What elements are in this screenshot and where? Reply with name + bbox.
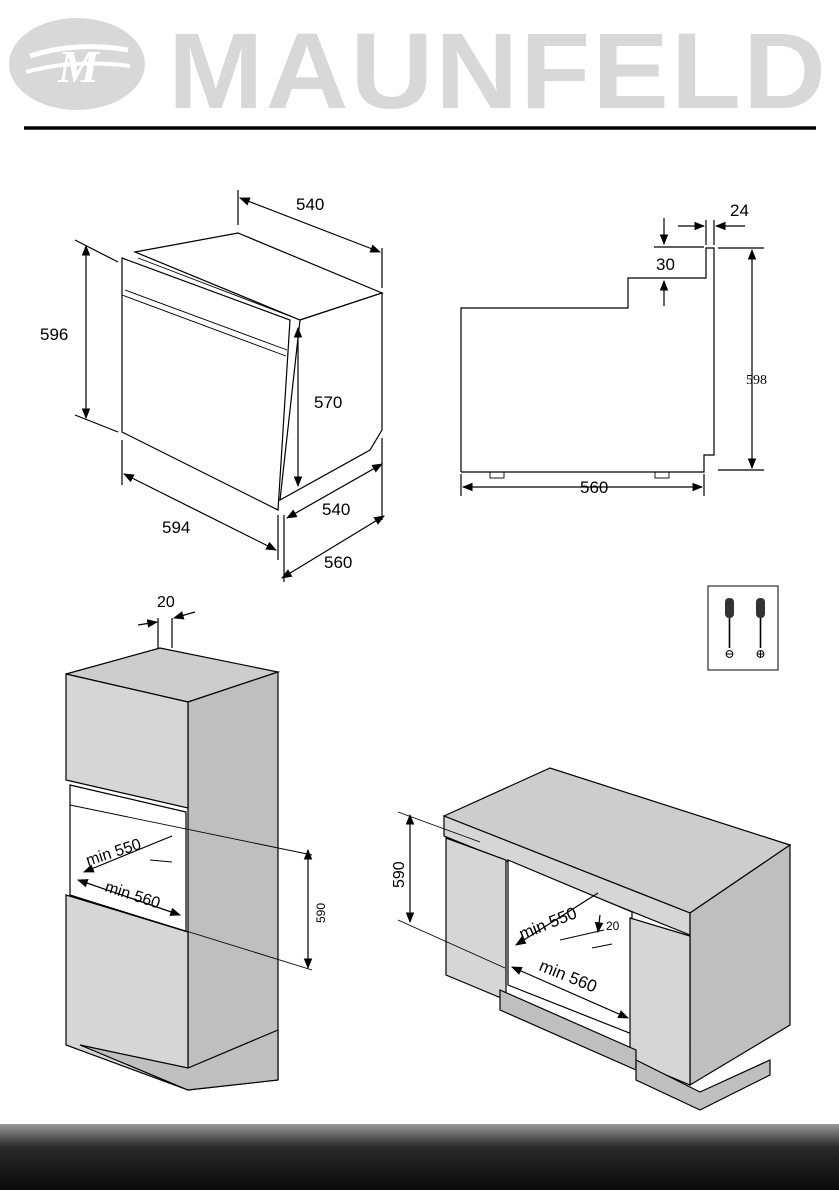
screwdriver-cross-icon bbox=[756, 598, 765, 658]
side-height-label: 598 bbox=[746, 373, 767, 388]
tall-cabinet-diagram: 20 min 550 min 560 590 bbox=[65, 594, 328, 1091]
base-gap-label: 20 bbox=[606, 919, 620, 933]
tall-niche-height-label: 590 bbox=[314, 903, 328, 923]
oven-front-panel bbox=[121, 257, 291, 511]
tools-box bbox=[707, 585, 779, 671]
oven-isometric-diagram: 540 596 570 594 540 560 bbox=[40, 190, 385, 582]
side-step-label: 30 bbox=[656, 255, 675, 274]
oven-height-label: 596 bbox=[40, 325, 68, 344]
oven-width-label: 594 bbox=[162, 518, 190, 537]
footer-band bbox=[0, 1124, 839, 1190]
oven-inner-height-label: 570 bbox=[314, 393, 342, 412]
brand-monogram: M bbox=[57, 41, 101, 92]
side-offset-label: 24 bbox=[730, 201, 749, 220]
brand-logo: M MAUNFELD bbox=[9, 10, 828, 131]
base-cabinet-diagram: 590 min 550 20 min 560 bbox=[391, 767, 792, 1111]
oven-side-profile-diagram: 24 30 598 560 bbox=[460, 201, 767, 497]
screwdriver-flat-icon bbox=[725, 598, 734, 658]
brand-wordmark: MAUNFELD bbox=[168, 10, 828, 131]
oven-depth-top-label: 540 bbox=[296, 195, 324, 214]
oven-depth-bottom-label: 540 bbox=[322, 500, 350, 519]
oven-depth-total-label: 560 bbox=[324, 553, 352, 572]
tall-gap-label: 20 bbox=[157, 594, 175, 611]
base-niche-height-label: 590 bbox=[391, 861, 408, 888]
side-width-label: 560 bbox=[580, 478, 608, 497]
